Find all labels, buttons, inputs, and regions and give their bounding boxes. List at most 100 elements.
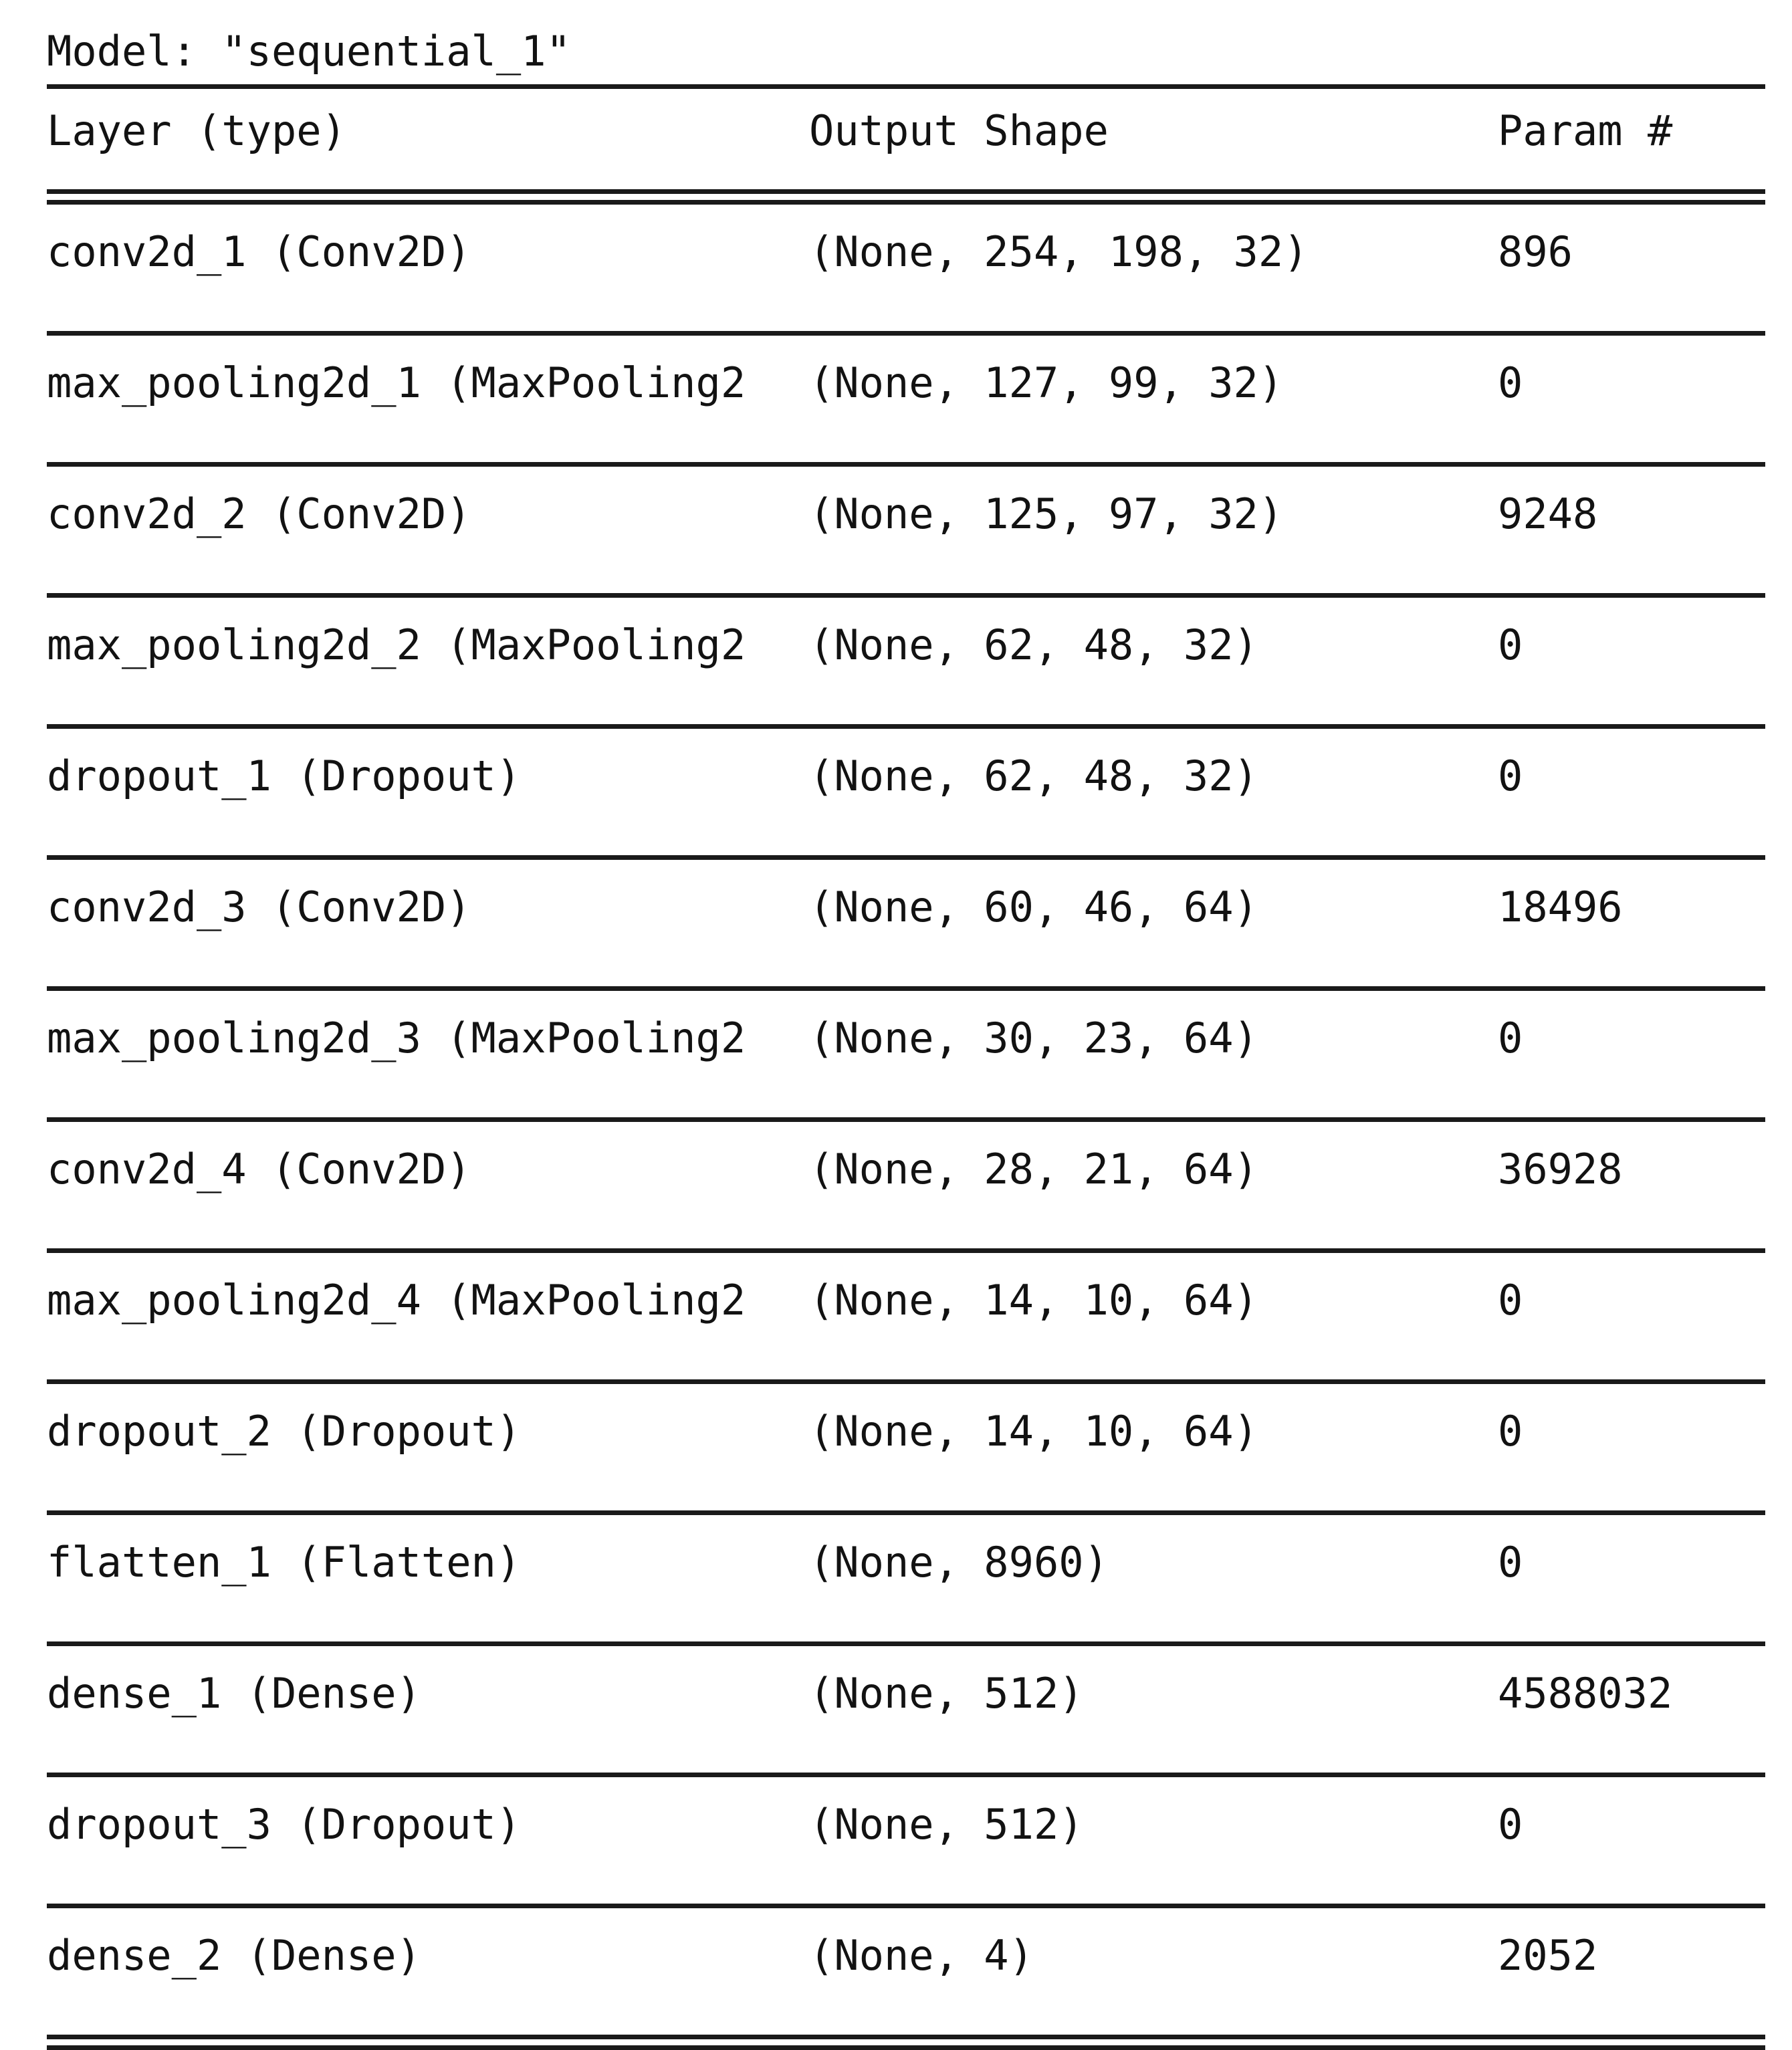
- row-rule-wrap: [0, 855, 1792, 860]
- row-rule-wrap: [0, 331, 1792, 336]
- row-rule: [47, 1510, 1765, 1515]
- row-rule-wrap: [0, 462, 1792, 467]
- cell-param-count: 0: [1498, 1538, 1523, 1587]
- row-rule-wrap: [0, 1641, 1792, 1646]
- row-rule: [47, 593, 1765, 598]
- table-row-inner: dropout_3 (Dropout)(None, 512)0: [0, 1777, 1792, 1904]
- cell-layer-type: max_pooling2d_3 (MaxPooling2: [47, 1014, 746, 1062]
- cell-layer-type: dropout_1 (Dropout): [47, 752, 522, 800]
- cell-output-shape: (None, 14, 10, 64): [809, 1407, 1258, 1456]
- cell-output-shape: (None, 62, 48, 32): [809, 752, 1258, 800]
- table-row: dropout_1 (Dropout) (None, 62, 48, 32) 0: [0, 729, 1792, 855]
- cell-layer-type: conv2d_2 (Conv2D): [47, 489, 471, 538]
- table-row: flatten_1 (Flatten) (None, 8960) 0: [0, 1515, 1792, 1641]
- cell-output-shape: (None, 60, 46, 64): [809, 883, 1258, 931]
- cell-param-count: 2052: [1498, 1931, 1598, 1980]
- table-row: max_pooling2d_4 (MaxPooling2 (None, 14, 1…: [0, 1253, 1792, 1379]
- table-row: max_pooling2d_1 (MaxPooling2 (None, 127, …: [0, 336, 1792, 462]
- table-row: conv2d_4 (Conv2D)(None, 28, 21, 64)36928: [0, 1122, 1792, 1248]
- column-header-param: Param #: [1498, 106, 1673, 155]
- row-rule-wrap: [0, 1904, 1792, 1908]
- cell-layer-type: conv2d_4 (Conv2D): [47, 1145, 471, 1193]
- table-row-inner: dropout_2 (Dropout) (None, 14, 10, 64) 0: [0, 1384, 1792, 1510]
- cell-output-shape: (None, 512): [809, 1800, 1084, 1849]
- cell-param-count: 18496: [1498, 883, 1623, 931]
- cell-param-count: 0: [1498, 1014, 1523, 1062]
- row-rule: [47, 855, 1765, 860]
- table-row-inner: conv2d_3 (Conv2D) (None, 60, 46, 64) 18496: [0, 860, 1792, 986]
- model-title-row: Model: "sequential_1": [0, 0, 1792, 72]
- cell-layer-type: conv2d_3 (Conv2D): [47, 883, 471, 931]
- table-row-inner: conv2d_2 (Conv2D) (None, 125, 97, 32) 9248: [0, 467, 1792, 593]
- row-rule-wrap: [0, 1773, 1792, 1777]
- row-rule: [47, 986, 1765, 991]
- row-rule-wrap: [0, 1379, 1792, 1384]
- header-rule: [47, 189, 1765, 205]
- cell-param-count: 0: [1498, 1276, 1523, 1325]
- column-header-layer: Layer (type): [47, 106, 346, 155]
- cell-param-count: 896: [1498, 227, 1573, 276]
- top-rule-wrap: [0, 84, 1792, 89]
- column-header-output-shape: Output Shape: [809, 106, 1109, 155]
- table-row-inner: dense_1 (Dense)(None, 512)4588032: [0, 1646, 1792, 1773]
- row-rule-wrap: [0, 1510, 1792, 1515]
- row-rule: [47, 1773, 1765, 1777]
- cell-layer-type: dropout_2 (Dropout): [47, 1407, 522, 1456]
- row-rule: [47, 1117, 1765, 1122]
- table-row-inner: flatten_1 (Flatten) (None, 8960) 0: [0, 1515, 1792, 1641]
- cell-param-count: 0: [1498, 620, 1523, 669]
- cell-output-shape: (None, 28, 21, 64): [809, 1145, 1258, 1193]
- cell-layer-type: flatten_1 (Flatten): [47, 1538, 522, 1587]
- table-row-inner: max_pooling2d_3 (MaxPooling2 (None, 30, 2…: [0, 991, 1792, 1117]
- table-row: conv2d_1 (Conv2D) (None, 254, 198, 32) 896: [0, 205, 1792, 331]
- cell-output-shape: (None, 14, 10, 64): [809, 1276, 1258, 1325]
- top-rule: [47, 84, 1765, 89]
- table-row: dropout_2 (Dropout) (None, 14, 10, 64) 0: [0, 1384, 1792, 1510]
- row-rule: [47, 1641, 1765, 1646]
- row-rule: [47, 1248, 1765, 1253]
- cell-layer-type: max_pooling2d_4 (MaxPooling2: [47, 1276, 746, 1325]
- cell-output-shape: (None, 254, 198, 32): [809, 227, 1309, 276]
- table-row: dense_1 (Dense)(None, 512)4588032: [0, 1646, 1792, 1773]
- cell-layer-type: dense_2 (Dense): [47, 1931, 421, 1980]
- row-rule: [47, 1904, 1765, 1908]
- table-row-inner: max_pooling2d_1 (MaxPooling2 (None, 127, …: [0, 336, 1792, 462]
- table-row-inner: conv2d_1 (Conv2D) (None, 254, 198, 32) 896: [0, 205, 1792, 331]
- cell-output-shape: (None, 8960): [809, 1538, 1109, 1587]
- cell-output-shape: (None, 30, 23, 64): [809, 1014, 1258, 1062]
- table-row: max_pooling2d_3 (MaxPooling2 (None, 30, 2…: [0, 991, 1792, 1117]
- table-row-inner: conv2d_4 (Conv2D)(None, 28, 21, 64)36928: [0, 1122, 1792, 1248]
- cell-layer-type: conv2d_1 (Conv2D): [47, 227, 471, 276]
- cell-param-count: 0: [1498, 752, 1523, 800]
- bottom-rule: [47, 2035, 1765, 2050]
- page-title: Model: "sequential_1": [47, 27, 571, 76]
- cell-layer-type: max_pooling2d_1 (MaxPooling2: [47, 358, 746, 407]
- table-row: dense_2 (Dense)(None, 4)2052: [0, 1908, 1792, 2035]
- cell-layer-type: max_pooling2d_2 (MaxPooling2: [47, 620, 746, 669]
- bottom-rule-wrap: [0, 2035, 1792, 2050]
- row-rule: [47, 331, 1765, 336]
- cell-param-count: 9248: [1498, 489, 1598, 538]
- table-row-inner: max_pooling2d_4 (MaxPooling2 (None, 14, 1…: [0, 1253, 1792, 1379]
- table-row-inner: dropout_1 (Dropout) (None, 62, 48, 32) 0: [0, 729, 1792, 855]
- row-rule-wrap: [0, 593, 1792, 598]
- table-body: conv2d_1 (Conv2D) (None, 254, 198, 32) 896…: [0, 205, 1792, 2035]
- cell-output-shape: (None, 125, 97, 32): [809, 489, 1284, 538]
- cell-param-count: 0: [1498, 1800, 1523, 1849]
- cell-param-count: 0: [1498, 1407, 1523, 1456]
- table-row-inner: dense_2 (Dense)(None, 4)2052: [0, 1908, 1792, 2035]
- cell-layer-type: dense_1 (Dense): [47, 1669, 421, 1718]
- table-row-inner: max_pooling2d_2 (MaxPooling2 (None, 62, 4…: [0, 598, 1792, 724]
- table-row: dropout_3 (Dropout)(None, 512)0: [0, 1777, 1792, 1904]
- row-rule-wrap: [0, 724, 1792, 729]
- cell-param-count: 0: [1498, 358, 1523, 407]
- row-rule-wrap: [0, 986, 1792, 991]
- row-rule: [47, 462, 1765, 467]
- cell-output-shape: (None, 127, 99, 32): [809, 358, 1284, 407]
- row-rule: [47, 1379, 1765, 1384]
- table-row: conv2d_2 (Conv2D) (None, 125, 97, 32) 9248: [0, 467, 1792, 593]
- cell-output-shape: (None, 62, 48, 32): [809, 620, 1258, 669]
- row-rule-wrap: [0, 1248, 1792, 1253]
- cell-param-count: 4588032: [1498, 1669, 1673, 1718]
